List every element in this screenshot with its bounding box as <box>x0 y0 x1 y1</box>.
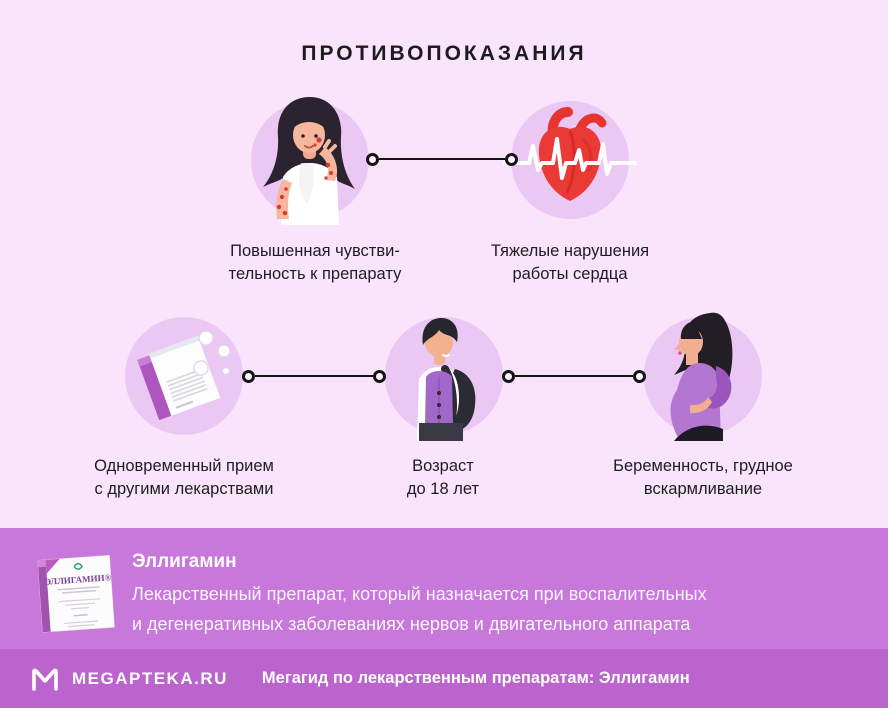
connector-ring <box>242 369 255 383</box>
connector-line <box>242 369 386 383</box>
contraindication-label: Беременность, грудное вскармливание <box>613 457 793 498</box>
allergy-woman-icon <box>235 85 385 235</box>
teen-boy-icon <box>369 301 519 451</box>
drug-info-section: ЭЛЛИГАМИН® Эллигамин Лекарственный препа… <box>0 528 888 649</box>
page-title: ПРОТИВОПОКАЗАНИЯ <box>301 42 587 65</box>
pregnant-woman-icon <box>628 301 778 451</box>
drug-name: Эллигамин <box>132 551 237 572</box>
contraindication-label: Тяжелые нарушения работы сердца <box>490 242 650 283</box>
connector-line <box>502 369 646 383</box>
contraindication-label: Повышенная чувстви- тельность к препарат… <box>228 242 402 283</box>
connector-ring <box>502 369 515 383</box>
footer-bar: MEGAPTEKA.RU Мегагид по лекарственным пр… <box>0 649 888 708</box>
connector-ring <box>633 369 646 383</box>
pills-box-icon <box>109 301 259 451</box>
megapteka-logo-icon <box>30 666 60 692</box>
drug-description: Лекарственный препарат, который назначае… <box>132 584 707 634</box>
connector-ring <box>505 152 518 166</box>
connector-line <box>366 152 518 166</box>
drug-package-image: ЭЛЛИГАМИН® <box>26 548 120 638</box>
connector-ring <box>373 369 386 383</box>
contraindication-label: Одновременный прием с другими лекарствам… <box>94 457 274 498</box>
brand-name: MEGAPTEKA.RU <box>72 668 228 688</box>
package-label: ЭЛЛИГАМИН® <box>45 572 112 587</box>
connector-ring <box>366 152 379 166</box>
contraindication-label: Возраст до 18 лет <box>406 457 480 498</box>
footer-tagline: Мегагид по лекарственным препаратам: Элл… <box>261 669 690 687</box>
heart-ecg-icon <box>495 85 645 235</box>
